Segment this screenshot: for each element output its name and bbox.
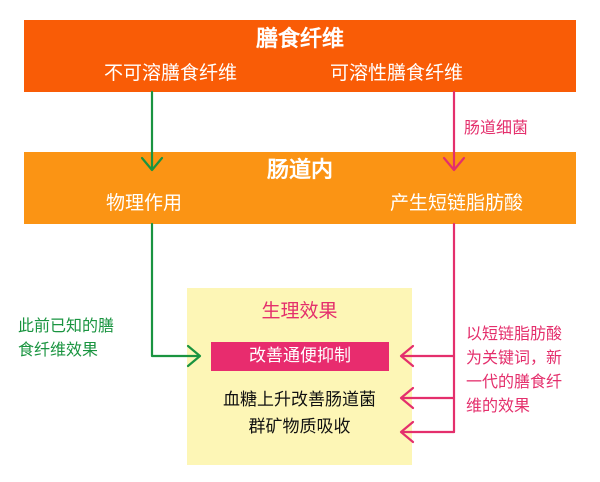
green-arrow-fiber-to-intestine — [140, 90, 164, 172]
soluble-fiber-label: 可溶性膳食纤维 — [330, 62, 464, 84]
new-generation-note-line-4: 维的效果 — [466, 396, 531, 415]
new-generation-note-line-3: 一代的膳食纤 — [466, 372, 563, 391]
pink-arrows-to-effects — [399, 222, 456, 444]
pink-arrow-fiber-to-intestine — [442, 90, 466, 172]
intestinal-bacteria-label: 肠道细菌 — [464, 118, 529, 137]
physiological-effects-box: 生理效果 改善通便抑制 血糖上升改善肠道菌 群矿物质吸收 — [187, 288, 412, 465]
effects-line-2: 群矿物质吸收 — [248, 417, 351, 437]
bowel-improvement-label: 改善通便抑制 — [249, 346, 351, 366]
effects-line-1: 血糖上升改善肠道菌 — [223, 390, 376, 410]
insoluble-fiber-label: 不可溶膳食纤维 — [104, 62, 238, 84]
green-arrow-to-effects — [150, 222, 202, 368]
known-effects-note-line-1: 此前已知的膳 — [18, 316, 115, 335]
physical-action-label: 物理作用 — [106, 192, 183, 214]
bowel-improvement-highlight: 改善通便抑制 — [211, 342, 389, 371]
dietary-fiber-title: 膳食纤维 — [255, 27, 344, 52]
new-generation-note-line-2: 为关键词，新 — [466, 348, 563, 367]
scfa-production-label: 产生短链脂肪酸 — [390, 192, 524, 214]
dietary-fiber-block: 膳食纤维 不可溶膳食纤维 可溶性膳食纤维 — [24, 20, 576, 92]
physiological-effects-title: 生理效果 — [261, 300, 338, 322]
new-generation-note-line-1: 以短链脂肪酸 — [466, 324, 563, 343]
known-effects-note-line-2: 食纤维效果 — [18, 340, 99, 359]
intestine-title: 肠道内 — [266, 158, 333, 183]
intestine-block: 肠道内 物理作用 产生短链脂肪酸 — [24, 152, 576, 224]
